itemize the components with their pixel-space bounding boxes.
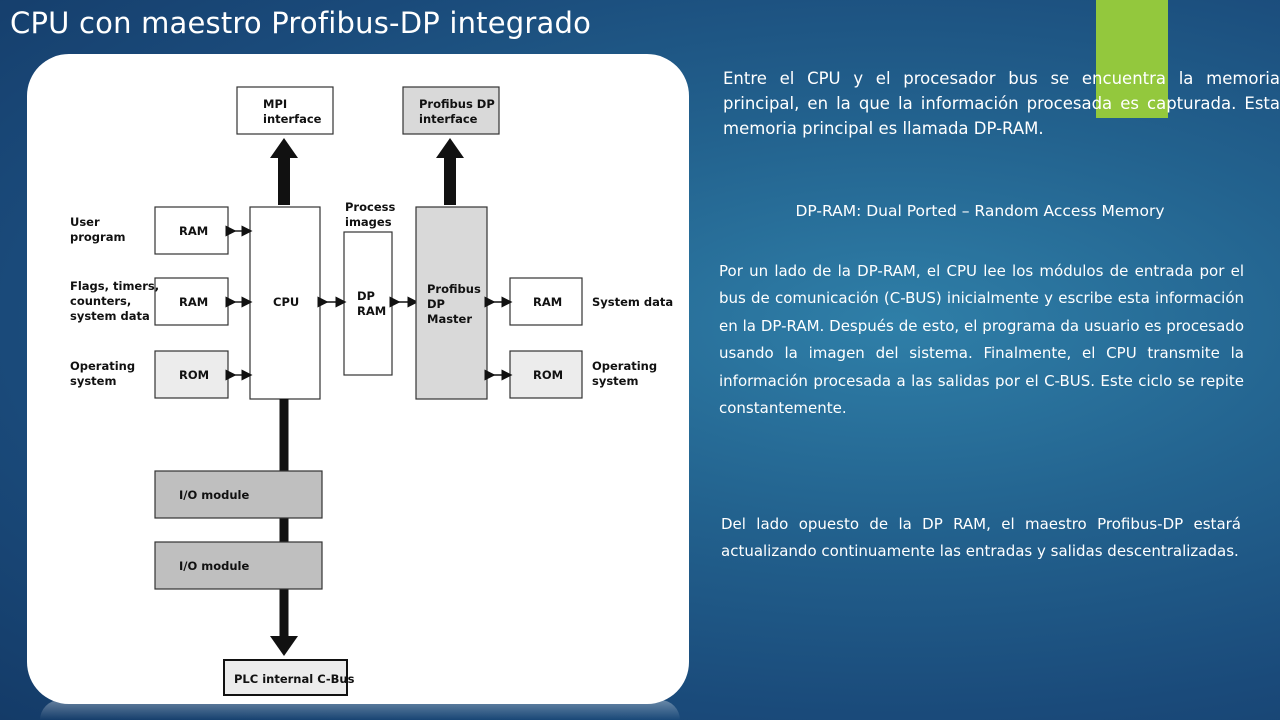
io-module-box-2 xyxy=(154,541,323,590)
panel-reflection xyxy=(40,700,680,720)
os-left-label-2: system xyxy=(70,374,116,388)
rom-box-left xyxy=(154,350,229,399)
user-program-label-2: program xyxy=(70,230,125,244)
cpu-label: CPU xyxy=(273,295,299,309)
master-paragraph: Del lado opuesto de la DP RAM, el maestr… xyxy=(721,515,1241,560)
master-label-3: Master xyxy=(427,312,472,326)
bus-down-arrow xyxy=(270,636,298,656)
mpi-interface-label-2: interface xyxy=(263,112,322,126)
user-program-label-1: User xyxy=(70,215,100,229)
ram-label-1: RAM xyxy=(179,224,208,238)
master-label-2: DP xyxy=(427,297,445,311)
intro-paragraph: Entre el CPU y el procesador bus se encu… xyxy=(723,69,1280,138)
master-to-profibus-arrow xyxy=(436,138,464,205)
ram-label-right: RAM xyxy=(533,295,562,309)
os-left-label-1: Operating xyxy=(70,359,135,373)
os-right-label-2: system xyxy=(592,374,638,388)
process-images-label-2: images xyxy=(345,215,392,229)
cpu-box xyxy=(249,206,321,400)
dp-ram-definition: DP-RAM: Dual Ported – Random Access Memo… xyxy=(795,202,1165,220)
ram-box-right xyxy=(509,277,583,326)
io-module-label-2: I/O module xyxy=(179,559,250,573)
ram-box-flags xyxy=(154,277,229,326)
dp-ram-label-1: DP xyxy=(357,289,375,303)
cpu-to-mpi-arrow xyxy=(270,138,298,205)
master-label-1: Profibus xyxy=(427,282,481,296)
process-images-label-1: Process xyxy=(345,200,395,214)
profibus-interface-box xyxy=(402,86,500,135)
rom-box-right xyxy=(509,350,583,399)
io-module-label-1: I/O module xyxy=(179,488,250,502)
slide-title: CPU con maestro Profibus-DP integrado xyxy=(10,6,592,40)
cycle-paragraph: Por un lado de la DP-RAM, el CPU lee los… xyxy=(719,262,1244,418)
ram-label-2: RAM xyxy=(179,295,208,309)
rom-label-left: ROM xyxy=(179,368,209,382)
mpi-interface-label-1: MPI xyxy=(263,97,287,111)
mpi-interface-box xyxy=(236,86,334,135)
flags-label-2: counters, xyxy=(70,294,131,308)
flags-label-3: system data xyxy=(70,309,150,323)
accent-bar xyxy=(1096,0,1168,118)
os-right-label-1: Operating xyxy=(592,359,657,373)
flags-label-1: Flags, timers, xyxy=(70,279,159,293)
io-module-box-1 xyxy=(154,470,323,519)
rom-label-right: ROM xyxy=(533,368,563,382)
c-bus-box xyxy=(223,659,348,696)
c-bus-label: PLC internal C-Bus xyxy=(234,672,355,686)
profibus-interface-label-2: interface xyxy=(419,112,478,126)
profibus-interface-label-1: Profibus DP xyxy=(419,97,495,111)
ram-box-user xyxy=(154,206,229,255)
profibus-master-box xyxy=(415,206,488,400)
dp-ram-label-2: RAM xyxy=(357,304,386,318)
system-data-label: System data xyxy=(592,295,673,309)
